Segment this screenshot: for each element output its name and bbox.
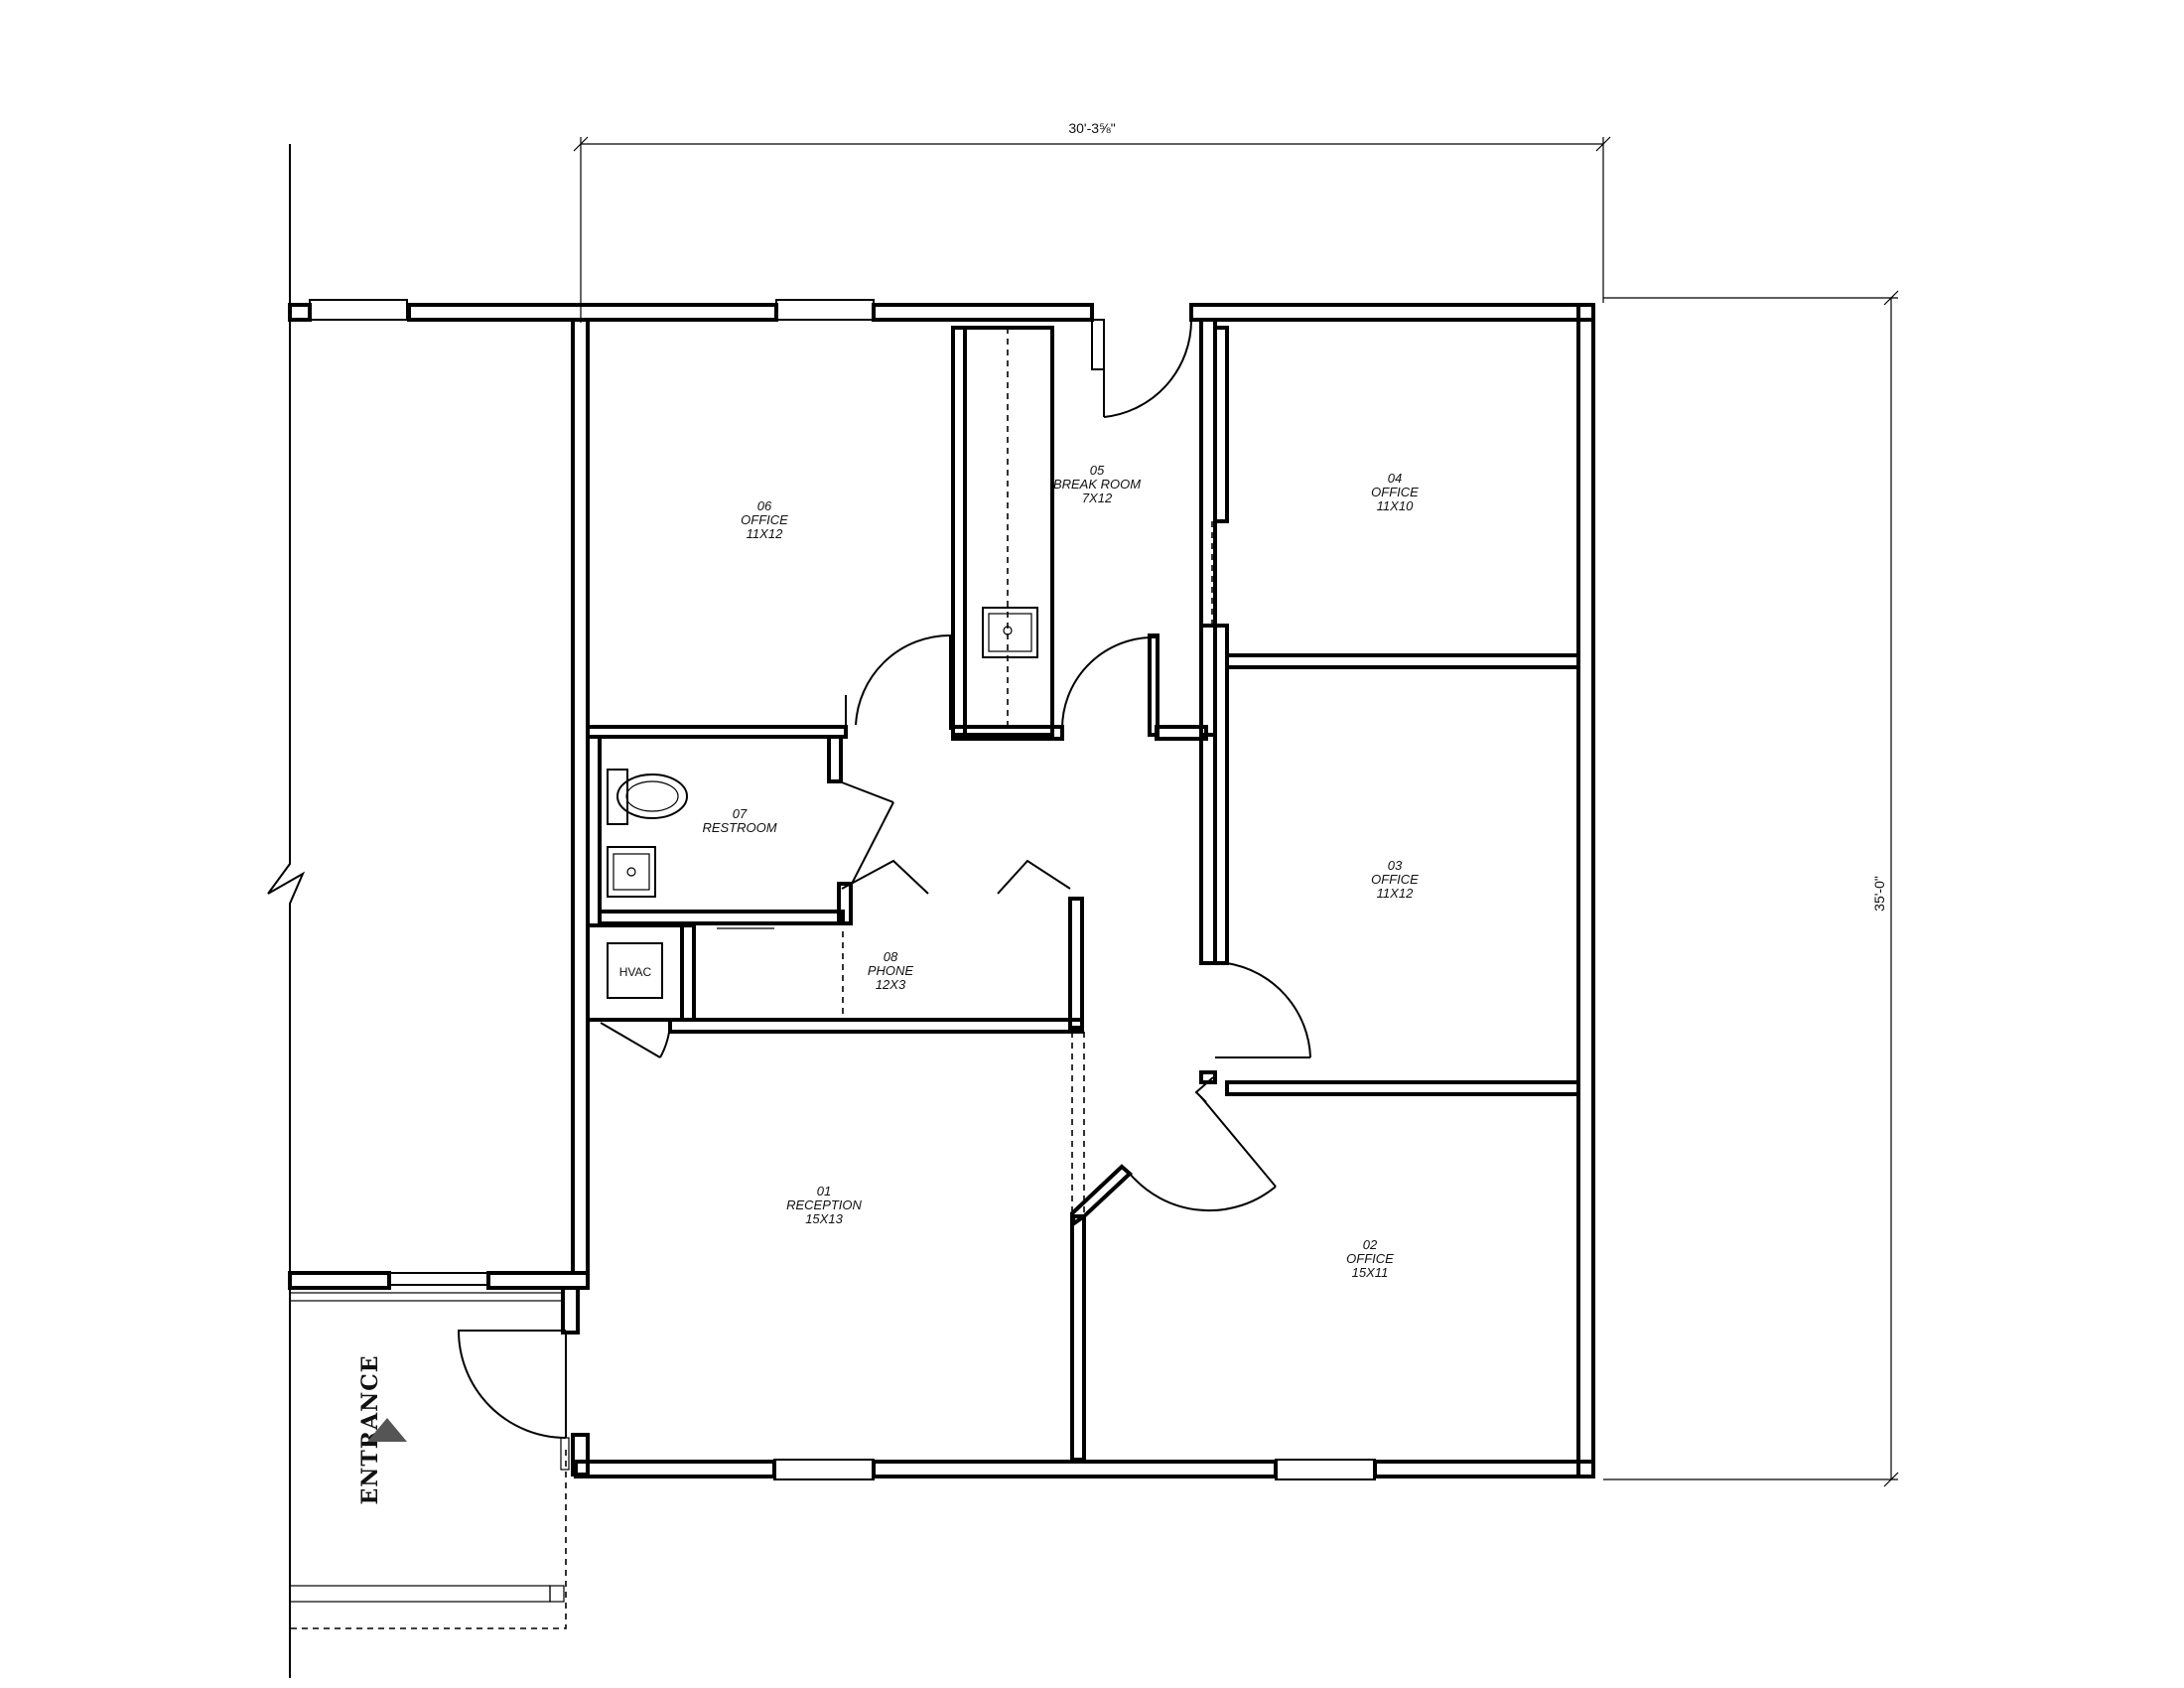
svg-text:RECEPTION: RECEPTION bbox=[786, 1197, 862, 1212]
svg-text:OFFICE: OFFICE bbox=[741, 512, 788, 527]
door-break-room[interactable] bbox=[1060, 636, 1158, 731]
width-dimension-label: 30'-3⅝" bbox=[1068, 120, 1115, 136]
entrance-marker: ENTRANCE bbox=[357, 1355, 407, 1505]
svg-text:06: 06 bbox=[757, 498, 772, 513]
dimension-top: 30'-3⅝" bbox=[573, 120, 1611, 323]
dimension-right: 35'-0" bbox=[1603, 290, 1899, 1487]
dashed-openings bbox=[717, 328, 1213, 1216]
room-label-01: 01 RECEPTION 15X13 bbox=[786, 1184, 862, 1226]
svg-text:15X11: 15X11 bbox=[1352, 1265, 1389, 1280]
entrance-canopy bbox=[289, 1437, 570, 1629]
svg-text:11X12: 11X12 bbox=[747, 526, 783, 541]
room-label-07: 07 RESTROOM bbox=[702, 806, 776, 835]
toilet-icon bbox=[607, 769, 688, 825]
door-office-02[interactable] bbox=[1129, 1076, 1277, 1212]
svg-text:12X3: 12X3 bbox=[876, 977, 906, 992]
svg-text:RESTROOM: RESTROOM bbox=[702, 820, 776, 835]
svg-text:03: 03 bbox=[1388, 858, 1403, 873]
room-label-06: 06 OFFICE 11X12 bbox=[741, 498, 788, 541]
svg-text:OFFICE: OFFICE bbox=[1346, 1251, 1394, 1266]
entrance-arrow-icon bbox=[367, 1418, 407, 1442]
svg-text:15X13: 15X13 bbox=[805, 1211, 843, 1226]
entrance-door[interactable] bbox=[457, 1330, 567, 1439]
room-label-05: 05 BREAK ROOM 7X12 bbox=[1053, 463, 1141, 505]
door-back-exit[interactable] bbox=[1091, 319, 1193, 418]
door-restroom[interactable] bbox=[841, 781, 894, 885]
svg-text:OFFICE: OFFICE bbox=[1371, 872, 1419, 887]
door-phone-room[interactable] bbox=[841, 859, 1071, 895]
svg-text:01: 01 bbox=[817, 1184, 831, 1198]
break-room-counter bbox=[963, 326, 1054, 737]
svg-text:08: 08 bbox=[884, 949, 898, 964]
hvac-unit: HVAC bbox=[607, 942, 663, 999]
door-office-03[interactable] bbox=[1215, 962, 1311, 1058]
svg-text:07: 07 bbox=[733, 806, 748, 821]
svg-text:7X12: 7X12 bbox=[1082, 491, 1113, 505]
svg-text:OFFICE: OFFICE bbox=[1371, 485, 1419, 499]
svg-text:11X12: 11X12 bbox=[1377, 886, 1414, 901]
room-label-03: 03 OFFICE 11X12 bbox=[1371, 858, 1419, 901]
sink-icon bbox=[607, 846, 656, 898]
break-line bbox=[267, 144, 306, 1678]
door-hvac[interactable] bbox=[600, 1022, 671, 1058]
depth-dimension-label: 35'-0" bbox=[1871, 876, 1887, 912]
hvac-label: HVAC bbox=[619, 965, 652, 979]
svg-text:BREAK ROOM: BREAK ROOM bbox=[1053, 477, 1141, 492]
door-office-06[interactable] bbox=[845, 633, 951, 730]
svg-text:11X10: 11X10 bbox=[1377, 498, 1414, 513]
room-label-04: 04 OFFICE 11X10 bbox=[1371, 471, 1419, 513]
room-label-02: 02 OFFICE 15X11 bbox=[1346, 1237, 1394, 1280]
svg-text:05: 05 bbox=[1090, 463, 1105, 478]
svg-text:04: 04 bbox=[1388, 471, 1402, 486]
svg-text:02: 02 bbox=[1363, 1237, 1378, 1252]
svg-text:PHONE: PHONE bbox=[868, 963, 914, 978]
room-label-08: 08 PHONE 12X3 bbox=[868, 949, 914, 992]
